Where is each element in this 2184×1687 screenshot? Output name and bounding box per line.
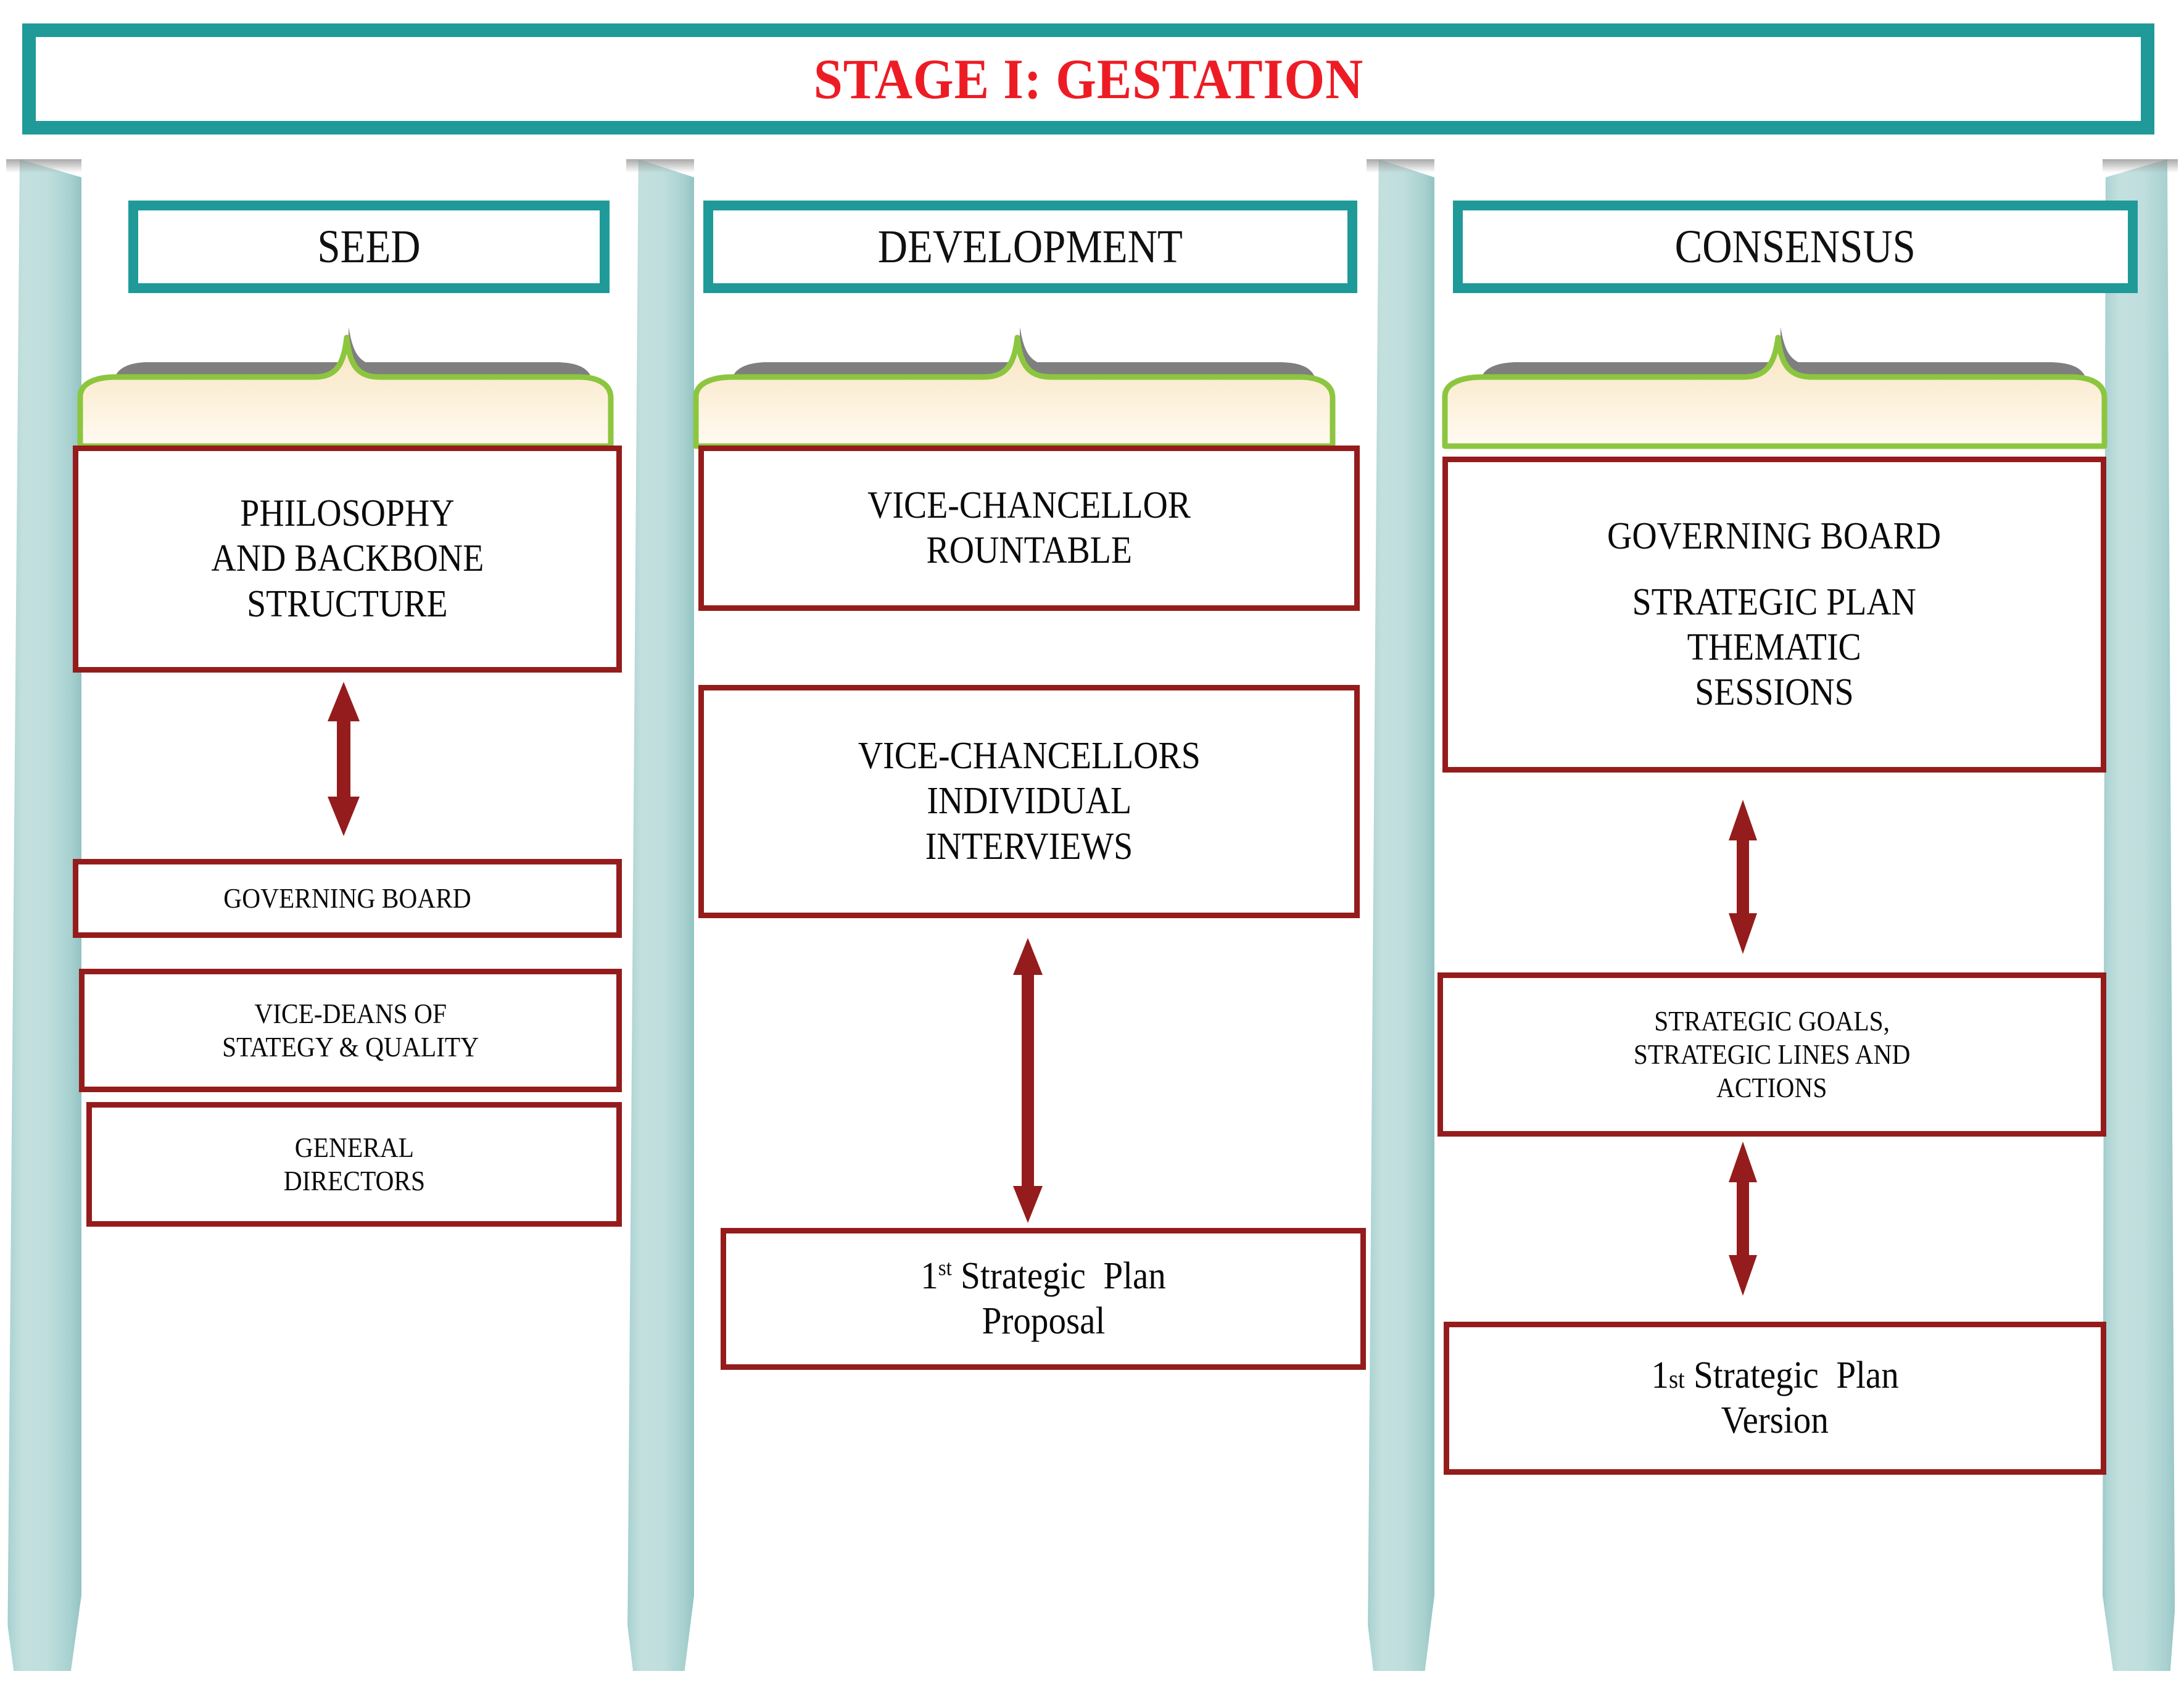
pillar-top-shadow <box>626 159 694 173</box>
pillar-between-development-consensus <box>1367 159 1434 1671</box>
column-header-consensus[interactable]: CONSENSUS <box>1453 201 2138 293</box>
box-line: STRATEGIC GOALS, <box>1654 1005 1890 1037</box>
box-line: VICE-CHANCELLOR <box>867 484 1191 526</box>
box-line: AND BACKBONE <box>211 537 484 580</box>
pillar-right-edge <box>2103 159 2178 1671</box>
pillar-between-seed-development <box>626 159 694 1671</box>
box-line: VICE-CHANCELLORS <box>858 735 1201 777</box>
box-line: INDIVIDUAL <box>927 780 1131 823</box>
pillar-top-shadow <box>6 159 81 173</box>
open-book-banner <box>1431 324 2128 454</box>
box-strategic-goals-lines-actions[interactable]: STRATEGIC GOALS, STRATEGIC LINES AND ACT… <box>1437 972 2106 1137</box>
open-book-banner <box>68 324 623 454</box>
column-header-label: CONSENSUS <box>1674 221 1916 273</box>
box-line: STRATEGIC PLAN <box>1632 581 1917 623</box>
arrow-seed-1 <box>321 682 366 836</box>
box-line: GOVERNING BOARD <box>1607 515 1942 557</box>
box-line: INTERVIEWS <box>925 825 1133 868</box>
box-vice-deans-of-stategy-and-quality[interactable]: VICE-DEANS OF STATEGY & QUALITY <box>79 969 622 1092</box>
pillar-face <box>2103 159 2175 1671</box>
stage-title-banner: STAGE I: GESTATION <box>22 23 2154 135</box>
box-governing-board-strategic-plan-thematic-sessions[interactable]: GOVERNING BOARD STRATEGIC PLAN THEMATIC … <box>1442 457 2106 773</box>
column-header-label: SEED <box>317 221 421 273</box>
pillar-left-edge <box>6 159 81 1671</box>
box-line: ROUNTABLE <box>926 529 1132 571</box>
box-line: THEMATIC <box>1687 626 1862 669</box>
box-general-directors[interactable]: GENERAL DIRECTORS <box>86 1102 622 1227</box>
box-governing-board[interactable]: GOVERNING BOARD <box>73 859 622 938</box>
box-line: PHILOSOPHY <box>240 492 455 535</box>
column-header-development[interactable]: DEVELOPMENT <box>703 201 1357 293</box>
box-vice-chancellor-rountable[interactable]: VICE-CHANCELLOR ROUNTABLE <box>698 446 1360 611</box>
box-philosophy-and-backbone-structure[interactable]: PHILOSOPHY AND BACKBONE STRUCTURE <box>73 446 622 673</box>
box-first-strategic-plan-version[interactable]: 1st Strategic Plan Version <box>1444 1322 2106 1475</box>
column-header-seed[interactable]: SEED <box>128 201 610 293</box>
pillar-face <box>627 159 694 1671</box>
box-first-strategic-plan-proposal[interactable]: 1st Strategic Plan Proposal <box>721 1228 1366 1370</box>
pillar-face <box>7 159 81 1671</box>
arrow-development-1 <box>1006 938 1050 1223</box>
box-line: 1st Strategic Plan <box>1651 1354 1899 1396</box>
box-line: DIRECTORS <box>283 1165 425 1196</box>
box-line: Version <box>1721 1399 1829 1441</box>
box-line: VICE-DEANS OF <box>254 997 447 1029</box>
column-header-label: DEVELOPMENT <box>877 221 1183 273</box>
page-title: STAGE I: GESTATION <box>813 48 1363 110</box>
box-line: STRUCTURE <box>247 582 448 625</box>
box-vice-chancellors-individual-interviews[interactable]: VICE-CHANCELLORS INDIVIDUAL INTERVIEWS <box>698 685 1360 918</box>
box-line: ACTIONS <box>1716 1072 1827 1104</box>
pillar-top-shadow <box>2103 159 2178 173</box>
box-line: SESSIONS <box>1695 671 1854 714</box>
pillar-face <box>1368 159 1434 1671</box>
open-book-banner <box>684 324 1356 454</box>
box-line: STATEGY & QUALITY <box>221 1031 479 1063</box>
box-line: GENERAL <box>294 1131 414 1163</box>
box-line: STRATEGIC LINES AND <box>1633 1038 1911 1070</box>
pillar-top-shadow <box>1367 159 1434 173</box>
arrow-consensus-2 <box>1721 1142 1764 1296</box>
box-line: 1st Strategic Plan <box>920 1254 1166 1297</box>
box-line: Proposal <box>982 1300 1105 1342</box>
arrow-consensus-1 <box>1721 800 1764 954</box>
box-line: GOVERNING BOARD <box>223 882 471 914</box>
